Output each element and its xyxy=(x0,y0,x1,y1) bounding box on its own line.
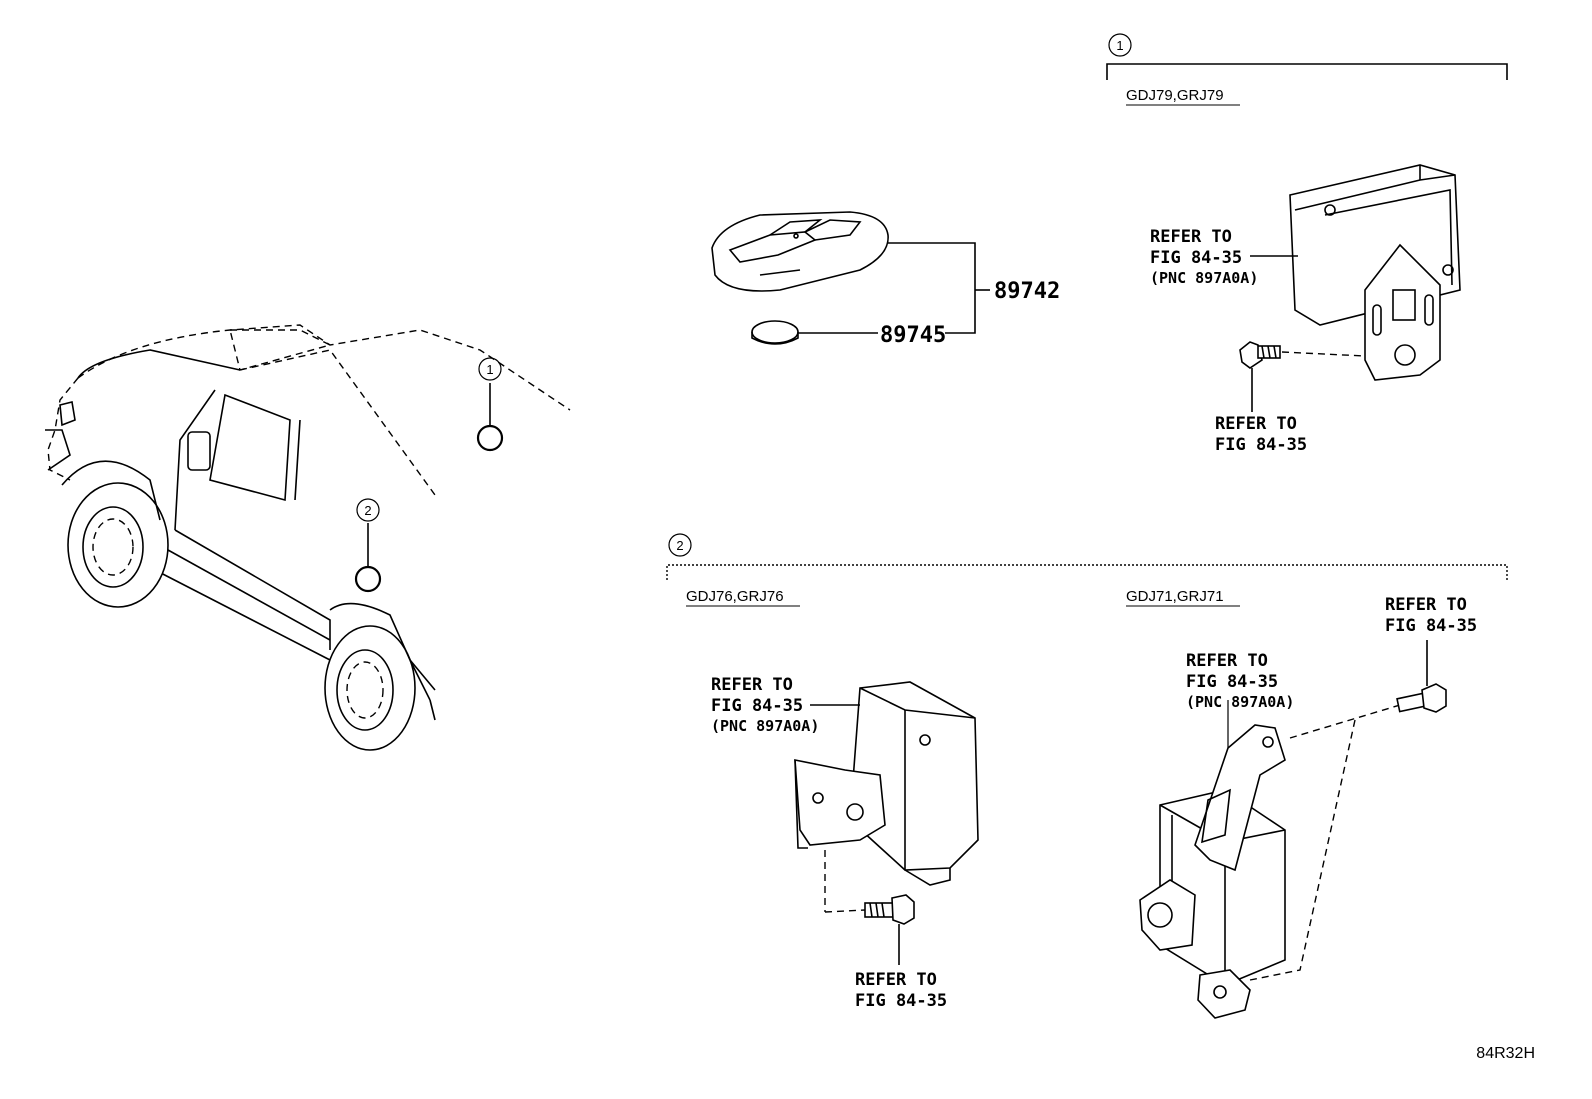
group-2-marker: 2 xyxy=(676,538,683,553)
group-1-bolt-refer-line-1: REFER TO xyxy=(1215,414,1297,434)
key-fob-group: 89742 89745 xyxy=(711,211,1060,348)
group-1-marker: 1 xyxy=(1116,38,1123,53)
figure-code: 84R32H xyxy=(1476,1045,1535,1062)
group-2-right-unit-refer-line-2: FIG 84-35 xyxy=(1186,672,1278,692)
group-2-left-model: GDJ76,GRJ76 xyxy=(686,588,784,605)
group-2-right-bolt-refer-line-2: FIG 84-35 xyxy=(1385,616,1477,636)
vehicle-callout-2: 2 xyxy=(364,503,371,518)
part-number-89742: 89742 xyxy=(994,279,1060,304)
group-2-right-model: GDJ71,GRJ71 xyxy=(1126,588,1224,605)
group-1-model: GDJ79,GRJ79 xyxy=(1126,87,1224,104)
group-2-left-unit-refer-line-3: (PNC 897A0A) xyxy=(711,717,819,735)
group-1-unit-refer-line-2: FIG 84-35 xyxy=(1150,248,1242,268)
group-2-left-unit-refer-line-2: FIG 84-35 xyxy=(711,696,803,716)
group-2-right-bolt-refer-line-1: REFER TO xyxy=(1385,595,1467,615)
group-2-left-bolt-refer-line-1: REFER TO xyxy=(855,970,937,990)
vehicle-illustration: 1 2 xyxy=(45,324,571,751)
group-2-right-assembly: GDJ71,GRJ71 REFER TO FIG 84-35 (PNC 897A… xyxy=(1126,588,1477,1019)
group-1-bolt-refer-line-2: FIG 84-35 xyxy=(1215,435,1307,455)
group-2-section: 2 xyxy=(666,533,1508,580)
group-2-right-unit-refer-line-3: (PNC 897A0A) xyxy=(1186,693,1294,711)
group-2-left-unit-refer-line-1: REFER TO xyxy=(711,675,793,695)
group-2-right-unit-refer-line-1: REFER TO xyxy=(1186,651,1268,671)
group-1-unit-refer-line-3: (PNC 897A0A) xyxy=(1150,269,1258,287)
part-number-89745: 89745 xyxy=(880,323,946,348)
vehicle-callout-1: 1 xyxy=(486,362,493,377)
group-2-left-assembly: GDJ76,GRJ76 REFER TO FIG 84-35 (PNC 897A… xyxy=(686,588,979,1011)
group-1-section: 1 GDJ79,GRJ79 REFER TO FIG 84-35 (PNC 89… xyxy=(1106,33,1508,455)
group-2-left-bolt-refer-line-2: FIG 84-35 xyxy=(855,991,947,1011)
group-1-unit-refer-line-1: REFER TO xyxy=(1150,227,1232,247)
